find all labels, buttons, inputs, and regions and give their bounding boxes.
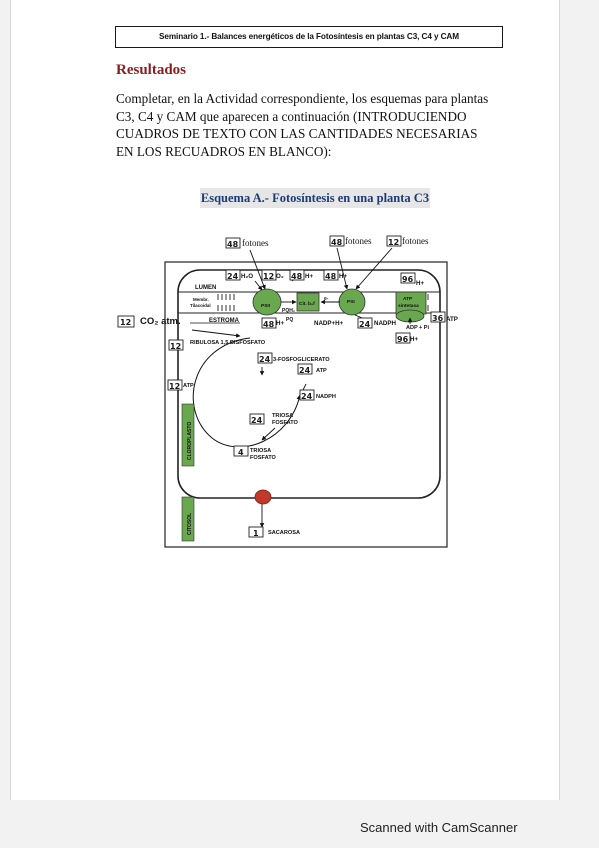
photons-label: fotones — [345, 236, 372, 246]
nadph-used-label: NADPH — [316, 394, 336, 400]
triose-label: TRIOSA — [272, 413, 293, 419]
page-header: Seminario 1.- Balances energéticos de la… — [115, 26, 503, 48]
handwritten-value: 12 — [169, 382, 180, 391]
triose-label: TRIOSA — [250, 448, 271, 454]
adp-label: ADP + Pi — [406, 325, 429, 331]
handwritten-value: 24 — [251, 416, 263, 425]
handwritten-value: 12 — [263, 272, 274, 281]
electron-label: e- — [324, 296, 329, 302]
pqh2-label: PQH₂ — [282, 308, 295, 314]
cytb6f-label: Cit. b₆f — [299, 301, 315, 307]
scheme-title: Esquema A.- Fotosíntesis en una planta C… — [200, 188, 430, 208]
chloroplast-tag — [181, 403, 195, 467]
h-plus-label: H+ — [276, 320, 284, 327]
photons-label: fotones — [242, 238, 269, 248]
intro-line: Completar, en la Actividad correspondien… — [116, 91, 489, 106]
o2-label: O₂ — [276, 273, 284, 280]
h-plus-label: H+ — [410, 336, 418, 343]
h-plus-label: H+ — [339, 273, 347, 280]
handwritten-value: 48 — [263, 320, 275, 329]
cell-frame — [164, 261, 448, 548]
co2-label: CO₂ atm. — [140, 316, 181, 327]
h-plus-label: H+ — [416, 280, 424, 287]
answer-boxes — [117, 235, 446, 538]
triose-transporter — [254, 489, 272, 505]
phosphate-label: FOSFATO — [250, 455, 277, 461]
handwritten-value: 48 — [331, 238, 343, 247]
intro-line: EN LOS RECUADROS EN BLANCO): — [116, 143, 332, 159]
atp-synthase-label: ATP — [403, 296, 413, 302]
flow-arrows — [191, 247, 445, 528]
handwritten-value: 12 — [120, 318, 131, 327]
scanner-watermark: Scanned with CamScanner — [360, 820, 518, 835]
h-plus-label: H+ — [305, 273, 313, 280]
chloroplast-label: CLOROPLASTO — [187, 422, 193, 460]
handwritten-value: 24 — [299, 366, 311, 375]
handwritten-value: 36 — [432, 314, 444, 323]
handwritten-value: 48 — [291, 272, 303, 281]
atp-used-label: ATP — [316, 368, 327, 374]
intro-line: C3, C4 y CAM que aparecen a continuación… — [116, 108, 467, 124]
h2o-label: H₂O — [241, 273, 253, 280]
nadp-label: NADP+H+ — [314, 320, 344, 327]
section-heading: Resultados — [116, 62, 187, 78]
ribulose-label: RIBULOSA 1,5 BISFOSFATO — [190, 340, 266, 346]
handwritten-value: 12 — [170, 342, 181, 351]
handwritten-value: 1 — [253, 529, 259, 538]
document-page — [10, 0, 560, 800]
sucrose-label: SACAROSA — [268, 530, 300, 536]
handwritten-value: 48 — [325, 272, 337, 281]
nadph-label: NADPH — [374, 320, 397, 327]
handwritten-value: 12 — [388, 238, 399, 247]
intro-line: CUADROS DE TEXTO CON LAS CANTIDADES NECE… — [116, 126, 478, 141]
handwritten-value: 24 — [359, 320, 371, 329]
phosphate-label: FOSFATO — [272, 420, 299, 426]
handwritten-value: 24 — [227, 272, 239, 281]
membrane-label: Tilacoidal — [190, 303, 211, 308]
atp-synthase-label: sintetasa — [398, 303, 419, 309]
ps2-label: PSII — [261, 303, 271, 309]
handwritten-value: 96 — [397, 335, 409, 344]
handwritten-value: 48 — [227, 240, 239, 249]
lumen-label: LUMEN — [195, 285, 216, 291]
handwritten-value: 4 — [238, 448, 244, 457]
psii-complex — [252, 288, 282, 316]
ps1-label: PSI — [347, 299, 355, 305]
atp-regen-label: ATP — [183, 383, 194, 389]
pq-label: PQ — [286, 317, 293, 323]
membrane-label: Membr. — [193, 297, 209, 302]
photons-label: fotones — [402, 236, 429, 246]
cytb6f-complex — [296, 292, 320, 312]
intro-paragraph: Completar, en la Actividad correspondien… — [116, 90, 516, 160]
cytosol-tag — [181, 496, 195, 542]
cytosol-label: CITOSOL — [187, 513, 193, 535]
handwritten-value: 24 — [301, 392, 313, 401]
atp-label: ATP — [446, 316, 458, 323]
handwritten-value: 96 — [402, 275, 414, 284]
phosphoglycerate-label: 3-FOSFOGLICERATO — [273, 357, 330, 363]
stroma-label: ESTROMA — [209, 318, 240, 324]
handwritten-value: 24 — [259, 355, 271, 364]
calvin-cycle-arc — [192, 337, 302, 448]
